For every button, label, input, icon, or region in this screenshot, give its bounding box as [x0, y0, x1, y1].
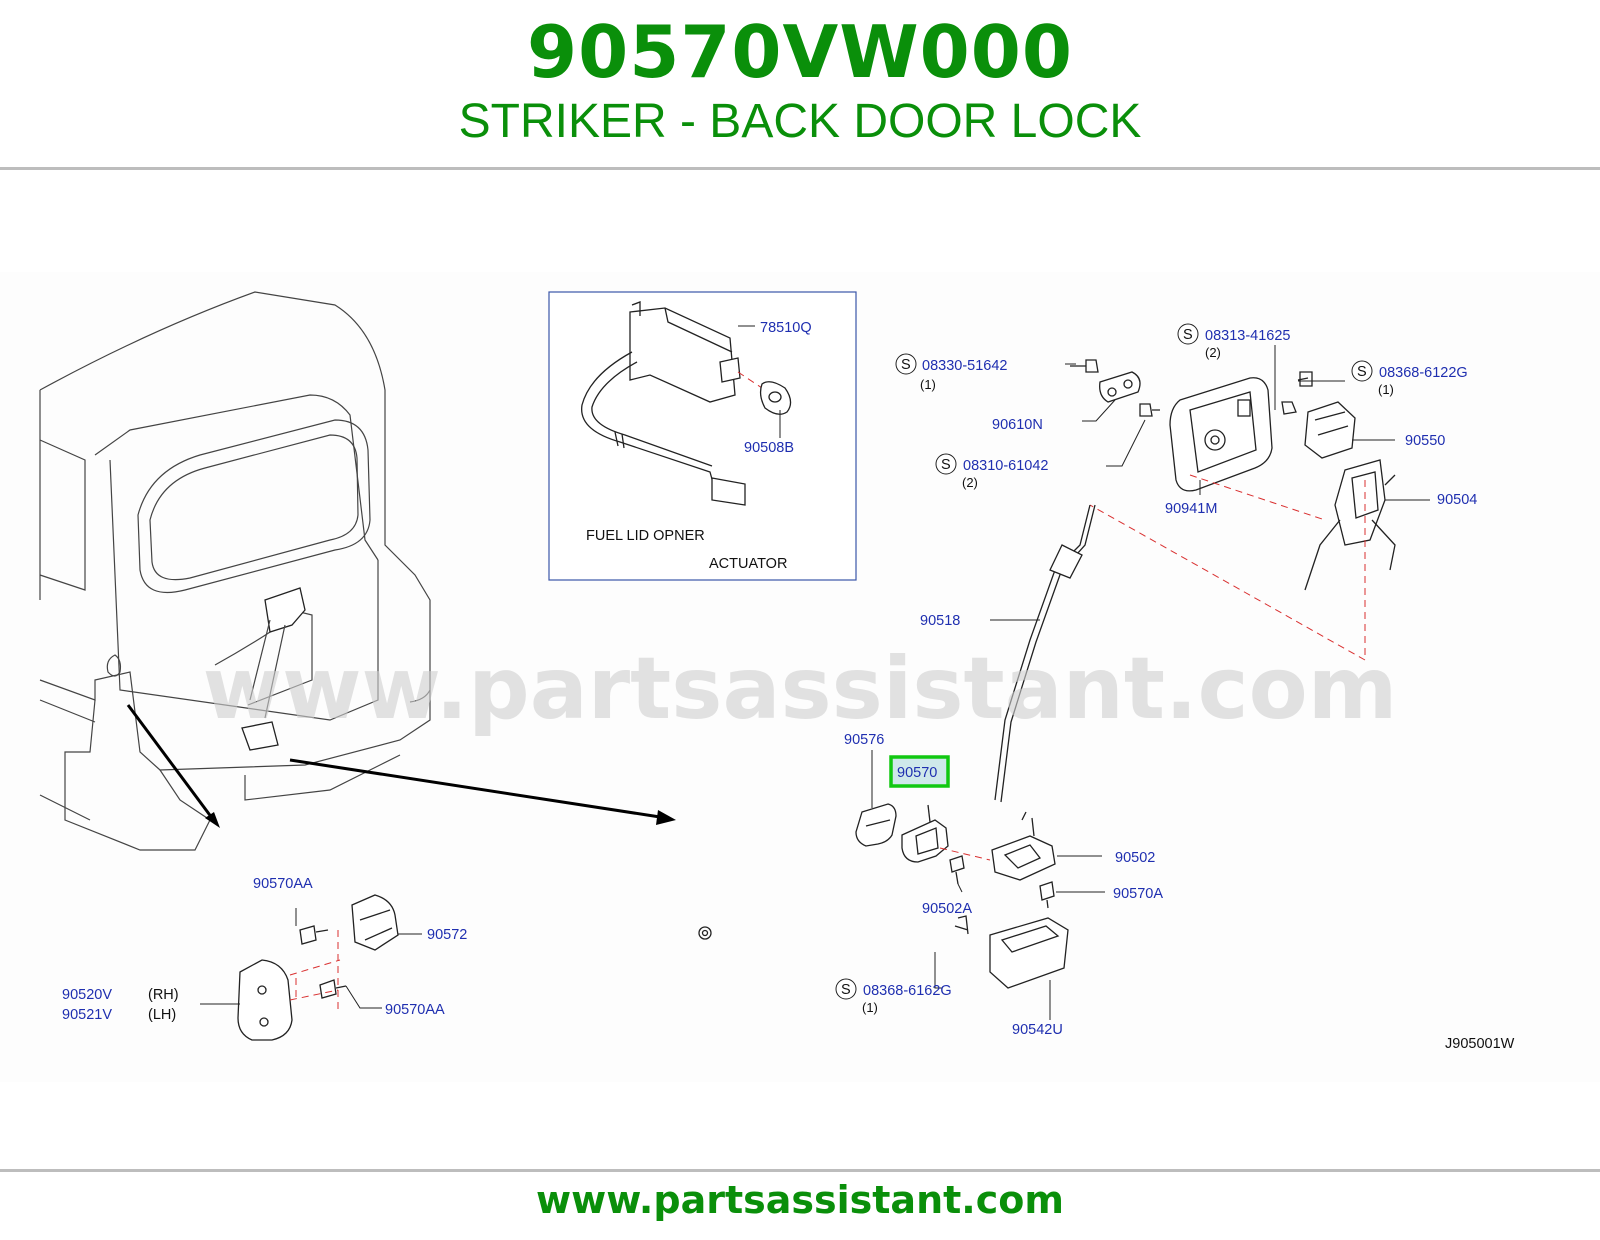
- label-lh: (LH): [148, 1007, 176, 1023]
- label-90572: 90572: [427, 927, 467, 943]
- label-90576: 90576: [844, 732, 884, 748]
- arrow-head-icon: [656, 810, 676, 825]
- label-90504: 90504: [1437, 492, 1477, 508]
- label-08330-51642: 08330-51642: [922, 358, 1007, 374]
- header-divider: [0, 167, 1600, 170]
- label-90508B: 90508B: [744, 440, 794, 456]
- label-90542U: 90542U: [1012, 1022, 1063, 1038]
- label-90570-highlighted: 90570: [897, 765, 937, 781]
- label-90518: 90518: [920, 613, 960, 629]
- label-90610N: 90610N: [992, 417, 1043, 433]
- label-90520V: 90520V: [62, 987, 112, 1003]
- arrow-to-striker-detail: [126, 704, 214, 819]
- qty-08368-6162G: (1): [862, 1000, 878, 1015]
- label-08368-6162G: 08368-6162G: [863, 983, 952, 999]
- part-number-title: 90570VW000: [527, 10, 1073, 94]
- arrow-head-icon: [205, 812, 220, 828]
- watermark: www.partsassistant.com: [203, 639, 1398, 739]
- footer-divider: [0, 1169, 1600, 1172]
- footer-link[interactable]: www.partsassistant.com: [536, 1178, 1064, 1222]
- qty-08310-61042: (2): [962, 475, 978, 490]
- qty-08368-6122G: (1): [1378, 382, 1394, 397]
- diagram-code: J905001W: [1445, 1036, 1515, 1052]
- label-90570AA-bottom: 90570AA: [385, 1002, 445, 1018]
- s-marker: S: [1357, 364, 1367, 380]
- qty-08330-51642: (1): [920, 377, 936, 392]
- label-08368-6122G: 08368-6122G: [1379, 365, 1468, 381]
- inset-caption-line2: ACTUATOR: [709, 556, 787, 572]
- arrow-to-lock-detail: [289, 758, 661, 819]
- fuel-lid-actuator-drawing: [581, 301, 792, 506]
- inset-caption-line1: FUEL LID OPNER: [586, 528, 705, 544]
- callout-leaders: [200, 345, 1430, 1020]
- s-marker: S: [901, 357, 911, 373]
- s-marker: S: [941, 457, 951, 473]
- label-90570AA-top: 90570AA: [253, 876, 313, 892]
- label-08310-61042: 08310-61042: [963, 458, 1048, 474]
- s-marker: S: [1183, 327, 1193, 343]
- label-90941M: 90941M: [1165, 501, 1217, 517]
- van-rear-illustration: [39, 291, 431, 851]
- label-90502: 90502: [1115, 850, 1155, 866]
- back-door-lock-drawing: [237, 359, 1396, 1041]
- label-90570A: 90570A: [1113, 886, 1163, 902]
- highlighted-part-box: [889, 755, 950, 788]
- s-marker: S: [841, 982, 851, 998]
- label-90550: 90550: [1405, 433, 1445, 449]
- label-rh: (RH): [148, 987, 179, 1003]
- label-90502A: 90502A: [922, 901, 972, 917]
- label-08313-41625: 08313-41625: [1205, 328, 1290, 344]
- s-markers: S S S S S: [835, 323, 1373, 1000]
- label-78510Q: 78510Q: [760, 320, 812, 336]
- part-name-subtitle: STRIKER - BACK DOOR LOCK: [458, 95, 1142, 148]
- qty-08313-41625: (2): [1205, 345, 1221, 360]
- label-90521V: 90521V: [62, 1007, 112, 1023]
